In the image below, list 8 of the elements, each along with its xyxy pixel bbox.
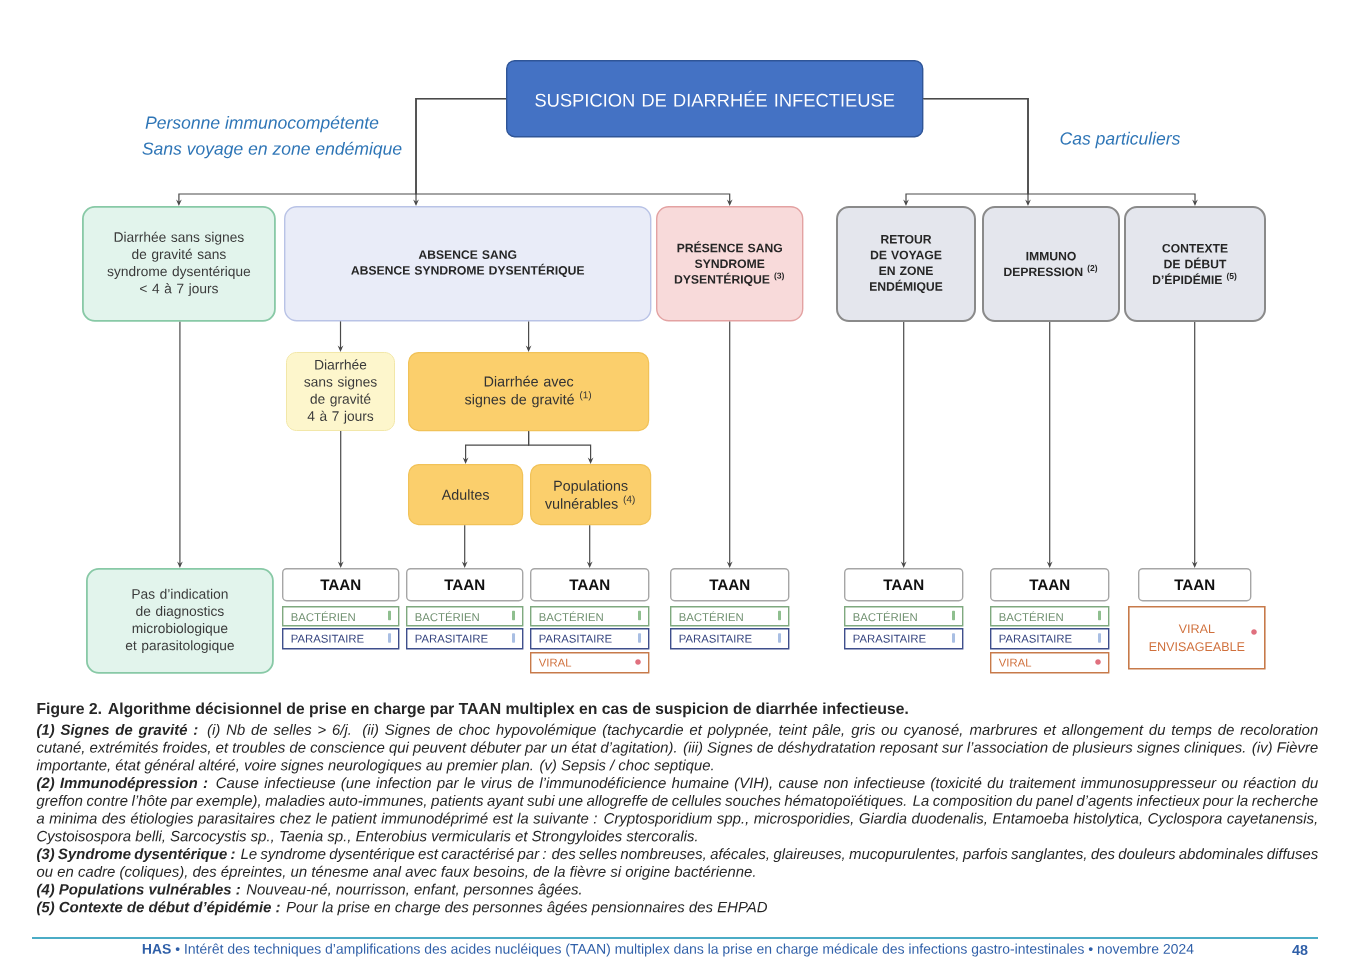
arrow <box>415 98 733 206</box>
annotation-text: Cas particuliers <box>1060 131 1180 149</box>
annotation-text: Sans voyage en zone endémique <box>142 141 402 159</box>
arrow <box>177 321 183 568</box>
annotation-text: Personne immunocompétente <box>145 115 379 133</box>
arrow <box>922 98 1198 206</box>
start-box: SUSPICION DE DIARRHÉE INFECTIEUSE <box>506 60 924 138</box>
arrow <box>528 430 594 464</box>
